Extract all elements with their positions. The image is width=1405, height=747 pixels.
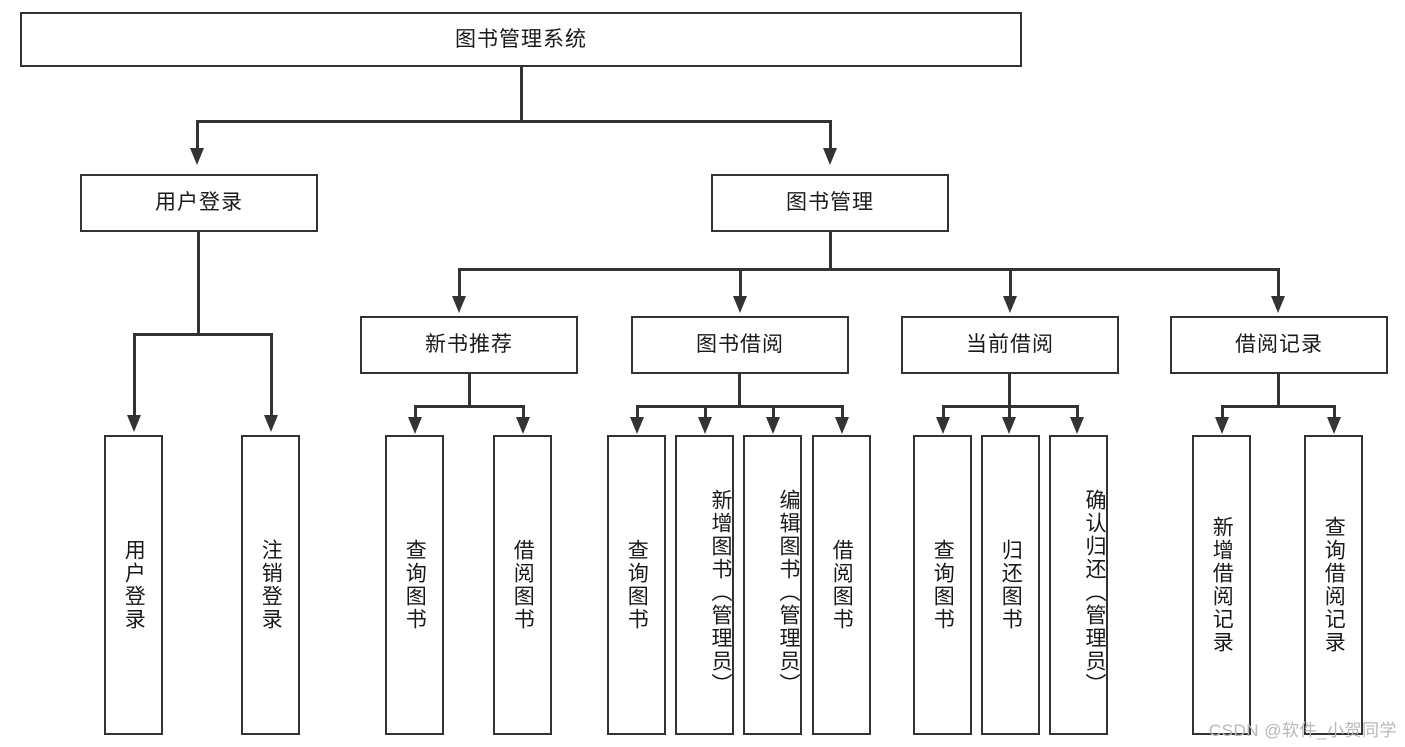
arrow-to-leaf-user-login bbox=[127, 415, 141, 432]
connector-current-borrow-drop-3 bbox=[1076, 405, 1079, 419]
connector-book-manage-drop-3 bbox=[1009, 268, 1012, 298]
arrow-to-leaf-add-book bbox=[698, 417, 712, 434]
node-leaf-confirm-return[interactable]: 确认归还（管理员） bbox=[1049, 435, 1108, 735]
connector-book-manage-drop-4 bbox=[1277, 268, 1280, 298]
node-leaf-add-book[interactable]: 新增图书（管理员） bbox=[675, 435, 734, 735]
connector-current-borrow-drop-1 bbox=[942, 405, 945, 419]
node-label: 新书推荐 bbox=[425, 333, 513, 357]
arrow-to-leaf-borrow-book-2 bbox=[835, 417, 849, 434]
connector-book-borrow-drop-4 bbox=[841, 405, 844, 419]
node-leaf-borrow-book-1[interactable]: 借阅图书 bbox=[493, 435, 552, 735]
connector-new-book-drop-2 bbox=[522, 405, 525, 419]
connector-root-stem bbox=[520, 67, 523, 122]
node-label: 图书借阅 bbox=[696, 333, 784, 357]
node-leaf-query-borrow-record[interactable]: 查询借阅记录 bbox=[1304, 435, 1363, 735]
node-book-management[interactable]: 图书管理 bbox=[711, 174, 949, 232]
connector-user-login-stem bbox=[197, 232, 200, 335]
connector-new-book-stem bbox=[468, 374, 471, 407]
connector-book-borrow-bar bbox=[636, 405, 843, 408]
connector-root-to-user-login bbox=[196, 120, 199, 150]
arrow-to-leaf-add-borrow-record bbox=[1215, 417, 1229, 434]
connector-user-login-drop-1 bbox=[133, 333, 136, 417]
node-label: 用户登录 bbox=[122, 539, 146, 631]
arrow-to-leaf-query-book-3 bbox=[936, 417, 950, 434]
node-label: 新增借阅记录 bbox=[1210, 516, 1234, 654]
connector-book-manage-bar bbox=[458, 268, 1280, 271]
connector-root-to-book-manage bbox=[829, 120, 832, 150]
node-label: 新增图书（管理员） bbox=[709, 488, 732, 696]
node-leaf-user-login[interactable]: 用户登录 bbox=[104, 435, 163, 735]
node-leaf-query-book-2[interactable]: 查询图书 bbox=[607, 435, 666, 735]
node-label: 确认归还（管理员） bbox=[1083, 488, 1106, 696]
connector-user-login-bar bbox=[133, 333, 272, 336]
node-label: 图书管理系统 bbox=[455, 27, 587, 51]
connector-user-login-drop-2 bbox=[270, 333, 273, 417]
arrow-root-to-user-login bbox=[190, 148, 204, 165]
arrow-to-leaf-query-book-2 bbox=[630, 417, 644, 434]
node-leaf-query-book-3[interactable]: 查询图书 bbox=[913, 435, 972, 735]
connector-book-borrow-drop-3 bbox=[772, 405, 775, 419]
arrow-to-leaf-borrow-book-1 bbox=[516, 417, 530, 434]
node-new-book-recommend[interactable]: 新书推荐 bbox=[360, 316, 578, 374]
node-label: 借阅图书 bbox=[830, 539, 854, 631]
node-label: 查询借阅记录 bbox=[1322, 516, 1346, 654]
node-label: 图书管理 bbox=[786, 191, 874, 215]
node-label: 查询图书 bbox=[403, 539, 427, 631]
node-current-borrow[interactable]: 当前借阅 bbox=[901, 316, 1119, 374]
connector-borrow-record-stem bbox=[1277, 374, 1280, 407]
connector-borrow-record-drop-2 bbox=[1333, 405, 1336, 419]
node-root-book-management-system[interactable]: 图书管理系统 bbox=[20, 12, 1022, 67]
arrow-to-leaf-edit-book bbox=[766, 417, 780, 434]
arrow-to-leaf-return-book bbox=[1002, 417, 1016, 434]
arrow-to-current-borrow bbox=[1003, 296, 1017, 313]
connector-current-borrow-drop-2 bbox=[1008, 405, 1011, 419]
connector-book-borrow-drop-1 bbox=[636, 405, 639, 419]
arrow-to-leaf-query-book-1 bbox=[408, 417, 422, 434]
arrow-to-borrow-record bbox=[1271, 296, 1285, 313]
node-label: 当前借阅 bbox=[966, 333, 1054, 357]
connector-book-borrow-stem bbox=[738, 374, 741, 407]
connector-current-borrow-stem bbox=[1008, 374, 1011, 407]
arrow-to-new-book-recommend bbox=[452, 296, 466, 313]
node-borrow-record[interactable]: 借阅记录 bbox=[1170, 316, 1388, 374]
connector-new-book-bar bbox=[414, 405, 524, 408]
arrow-to-leaf-logout-login bbox=[264, 415, 278, 432]
connector-book-manage-stem bbox=[829, 232, 832, 270]
connector-borrow-record-bar bbox=[1221, 405, 1335, 408]
node-user-login[interactable]: 用户登录 bbox=[80, 174, 318, 232]
connector-root-bar bbox=[196, 120, 832, 123]
arrow-to-leaf-query-borrow-record bbox=[1327, 417, 1341, 434]
connector-book-manage-drop-2 bbox=[739, 268, 742, 298]
node-leaf-add-borrow-record[interactable]: 新增借阅记录 bbox=[1192, 435, 1251, 735]
connector-book-borrow-drop-2 bbox=[704, 405, 707, 419]
node-label: 借阅图书 bbox=[511, 539, 535, 631]
arrow-root-to-book-manage bbox=[823, 148, 837, 165]
node-label: 借阅记录 bbox=[1235, 333, 1323, 357]
node-leaf-borrow-book-2[interactable]: 借阅图书 bbox=[812, 435, 871, 735]
node-label: 用户登录 bbox=[155, 191, 243, 215]
node-leaf-return-book[interactable]: 归还图书 bbox=[981, 435, 1040, 735]
node-leaf-query-book-1[interactable]: 查询图书 bbox=[385, 435, 444, 735]
node-label: 归还图书 bbox=[999, 539, 1023, 631]
node-label: 编辑图书（管理员） bbox=[777, 488, 800, 696]
node-leaf-logout-login[interactable]: 注销登录 bbox=[241, 435, 300, 735]
node-leaf-edit-book[interactable]: 编辑图书（管理员） bbox=[743, 435, 802, 735]
arrow-to-book-borrow bbox=[733, 296, 747, 313]
connector-new-book-drop-1 bbox=[414, 405, 417, 419]
connector-book-manage-drop-1 bbox=[458, 268, 461, 298]
node-label: 查询图书 bbox=[931, 539, 955, 631]
connector-borrow-record-drop-1 bbox=[1221, 405, 1224, 419]
arrow-to-leaf-confirm-return bbox=[1070, 417, 1084, 434]
node-label: 注销登录 bbox=[259, 539, 283, 631]
node-book-borrow[interactable]: 图书借阅 bbox=[631, 316, 849, 374]
node-label: 查询图书 bbox=[625, 539, 649, 631]
